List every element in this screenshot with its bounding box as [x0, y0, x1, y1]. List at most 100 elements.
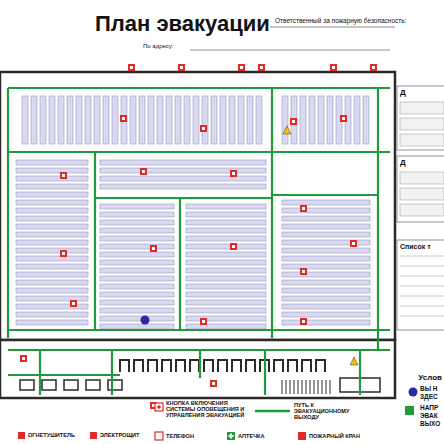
- evacuation-path: [111, 350, 113, 395]
- fire-equipment-icon: [128, 64, 135, 71]
- responsible-line: [270, 27, 395, 28]
- fire-equipment-icon: [370, 64, 377, 71]
- phone-list-line: [400, 256, 444, 257]
- shelf-rack: [186, 324, 266, 329]
- address-line: [190, 50, 390, 51]
- shelf-rack: [186, 268, 266, 273]
- shelf-rack: [148, 96, 154, 144]
- shelf-rack: [100, 268, 174, 273]
- shelf-rack: [100, 292, 174, 297]
- shelf-rack: [282, 208, 370, 213]
- shelf-rack: [100, 260, 174, 265]
- evacuation-path: [7, 88, 9, 338]
- phone-list-line: [400, 276, 444, 277]
- shelf-rack: [282, 320, 370, 325]
- shelf-rack: [247, 96, 253, 144]
- stair-step: [286, 380, 287, 394]
- room-wall: [246, 360, 255, 372]
- shelf-rack: [363, 96, 369, 144]
- fire-equipment-icon: [300, 205, 307, 212]
- small-room: [20, 380, 34, 390]
- shelf-rack: [186, 244, 266, 249]
- exit-direction-sample: [405, 406, 414, 415]
- shelf-rack: [100, 276, 174, 281]
- evacuation-path: [272, 194, 378, 196]
- phone-list-line: [400, 316, 444, 317]
- fire-equipment-icon: [150, 245, 157, 252]
- phone-list-box: [397, 240, 444, 330]
- shelf-rack: [256, 96, 262, 144]
- room-wall: [120, 360, 129, 372]
- fire-equipment-icon: [70, 300, 77, 307]
- shelf-rack: [85, 96, 91, 144]
- plan-label: Д: [400, 89, 406, 98]
- fire-equipment-icon: [202, 320, 205, 323]
- instruction-row: [400, 134, 444, 146]
- plan-title: План эвакуации: [95, 12, 270, 36]
- fire-equipment-icon: [232, 172, 235, 175]
- fire-equipment-icon: [300, 318, 307, 325]
- stair-step: [298, 380, 299, 394]
- you-are-here-sample: [409, 388, 418, 397]
- shelf-rack: [16, 312, 88, 317]
- shelf-rack: [186, 252, 266, 257]
- shelf-rack: [282, 216, 370, 221]
- stair-step: [322, 380, 323, 394]
- shelf-rack: [100, 236, 174, 241]
- first-aid-icon: [227, 432, 235, 440]
- electric-panel-icon: [283, 126, 291, 134]
- plan-label: ВЫХО: [420, 420, 440, 427]
- shelf-rack: [16, 176, 88, 181]
- fire-equipment-icon: [180, 66, 183, 69]
- shelf-rack: [100, 308, 174, 313]
- shelf-rack: [100, 204, 174, 209]
- fire-equipment-icon: [62, 174, 65, 177]
- shelf-rack: [16, 248, 88, 253]
- stair-step: [314, 380, 315, 394]
- fire-equipment-icon: [130, 66, 133, 69]
- legend-text: ЭЛЕКТРОЩИТ: [100, 432, 140, 438]
- phone-icon: [155, 432, 163, 440]
- fire-equipment-icon: [142, 170, 145, 173]
- shelf-rack: [100, 184, 266, 189]
- evacuation-path: [271, 88, 273, 338]
- stair-step: [290, 380, 291, 394]
- shelf-rack: [40, 96, 46, 144]
- instruction-box: [397, 86, 444, 150]
- room-wall: [316, 360, 325, 372]
- fire-equipment-icon: [200, 125, 207, 132]
- room-wall: [218, 360, 227, 372]
- shelf-rack: [100, 244, 174, 249]
- shelf-rack: [282, 304, 370, 309]
- fire-equipment-icon: [302, 320, 305, 323]
- alarm-button-icon: [157, 405, 161, 409]
- shelf-rack: [193, 96, 199, 144]
- fire-equipment-icon: [62, 252, 65, 255]
- instruction-row: [400, 188, 444, 200]
- fire-equipment-icon: [20, 355, 27, 362]
- room-wall: [274, 360, 283, 372]
- shelf-rack: [291, 96, 297, 144]
- instruction-box: [397, 156, 444, 222]
- shelf-rack: [282, 272, 370, 277]
- shelf-rack: [186, 292, 266, 297]
- fire-equipment-icon: [352, 242, 355, 245]
- shelf-rack: [186, 316, 266, 321]
- shelf-rack: [282, 200, 370, 205]
- room-wall: [134, 360, 143, 372]
- shelf-rack: [186, 212, 266, 217]
- room-wall: [190, 360, 199, 372]
- shelf-rack: [282, 96, 288, 144]
- shelf-rack: [282, 280, 370, 285]
- fire-equipment-icon: [230, 243, 237, 250]
- shelf-rack: [16, 280, 88, 285]
- fire-equipment-icon: [302, 270, 305, 273]
- shelf-rack: [186, 300, 266, 305]
- evacuation-path-sample: [255, 410, 290, 413]
- instruction-row: [400, 204, 444, 216]
- evacuation-path: [39, 350, 41, 395]
- fire-equipment-icon: [232, 245, 235, 248]
- shelf-rack: [166, 96, 172, 144]
- stair-step: [310, 380, 311, 394]
- shelf-rack: [58, 96, 64, 144]
